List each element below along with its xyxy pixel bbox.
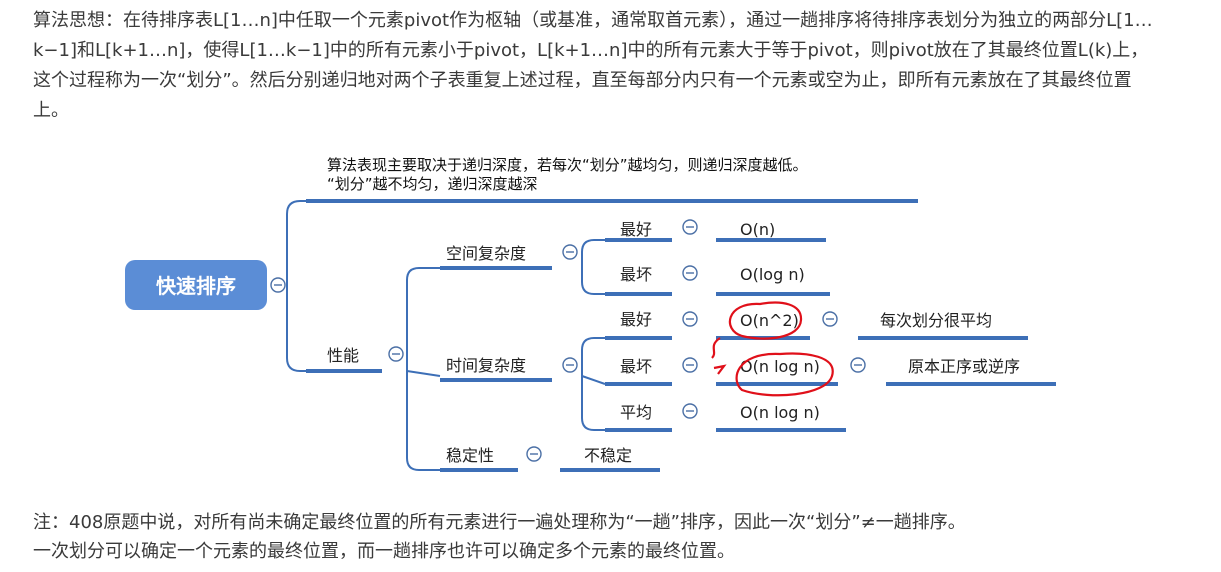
time-average-label[interactable]: 平均	[620, 403, 652, 422]
stability-node[interactable]: 稳定性	[446, 446, 494, 465]
root-collapse-toggle[interactable]	[270, 277, 286, 293]
intro-paragraph: 算法思想：在待排序表L[1…n]中任取一个元素pivot作为枢轴（或基准，通常取…	[33, 6, 1163, 126]
note-paragraph: 注：408原题中说，对所有尚未确定最终位置的所有元素进行一遍处理称为“一趟”排序…	[33, 508, 1163, 566]
time-average-collapse-toggle[interactable]	[682, 403, 698, 419]
remark-line-1: 算法表现主要取决于递归深度，若每次“划分”越均匀，则递归深度越低。	[327, 156, 808, 174]
stability-collapse-toggle[interactable]	[526, 446, 542, 462]
space-best-collapse-toggle[interactable]	[682, 219, 698, 235]
space-best-value[interactable]: O(n)	[740, 220, 775, 239]
performance-node[interactable]: 性能	[327, 346, 359, 365]
space-worst-label[interactable]: 最坏	[620, 265, 652, 284]
time-collapse-toggle[interactable]	[562, 357, 578, 373]
time-best-collapse-toggle[interactable]	[682, 311, 698, 327]
red-annotations	[711, 301, 834, 397]
root-node[interactable]	[125, 260, 267, 310]
time-best-note[interactable]: 每次划分很平均	[880, 311, 992, 330]
best-value-circle	[728, 301, 803, 340]
note-line-1: 注：408原题中说，对所有尚未确定最终位置的所有元素进行一遍处理称为“一趟”排序…	[33, 512, 966, 533]
time-worst-value[interactable]: O(n log n)	[740, 357, 820, 376]
intro-text: 在待排序表L[1…n]中任取一个元素pivot作为枢轴（或基准，通常取首元素），…	[33, 10, 1153, 121]
time-average-value[interactable]: O(n log n)	[740, 403, 820, 422]
time-best-value[interactable]: O(n^2)	[740, 311, 799, 330]
space-collapse-toggle[interactable]	[562, 244, 578, 260]
remark-line-2: “划分”越不均匀，递归深度越深	[327, 175, 538, 193]
time-best-label[interactable]: 最好	[620, 310, 652, 329]
time-worst-value-collapse-toggle[interactable]	[850, 357, 866, 373]
time-best-value-collapse-toggle[interactable]	[822, 311, 838, 327]
performance-collapse-toggle[interactable]	[388, 346, 404, 362]
space-complexity-node[interactable]: 空间复杂度	[446, 244, 526, 263]
time-worst-label[interactable]: 最坏	[620, 357, 652, 376]
space-worst-value[interactable]: O(log n)	[740, 265, 805, 284]
note-line-2: 一次划分可以确定一个元素的最终位置，而一趟排序也许可以确定多个元素的最终位置。	[33, 541, 735, 562]
space-worst-collapse-toggle[interactable]	[682, 265, 698, 281]
swap-arrow	[711, 337, 727, 375]
space-best-label[interactable]: 最好	[620, 220, 652, 239]
intro-label: 算法思想：	[33, 10, 123, 31]
time-worst-note[interactable]: 原本正序或逆序	[908, 357, 1020, 376]
root-label: 快速排序	[156, 274, 236, 298]
connectors	[286, 200, 606, 471]
worst-value-circle	[735, 352, 834, 397]
time-worst-collapse-toggle[interactable]	[682, 357, 698, 373]
stability-value[interactable]: 不稳定	[584, 446, 632, 465]
time-complexity-node[interactable]: 时间复杂度	[446, 356, 526, 375]
